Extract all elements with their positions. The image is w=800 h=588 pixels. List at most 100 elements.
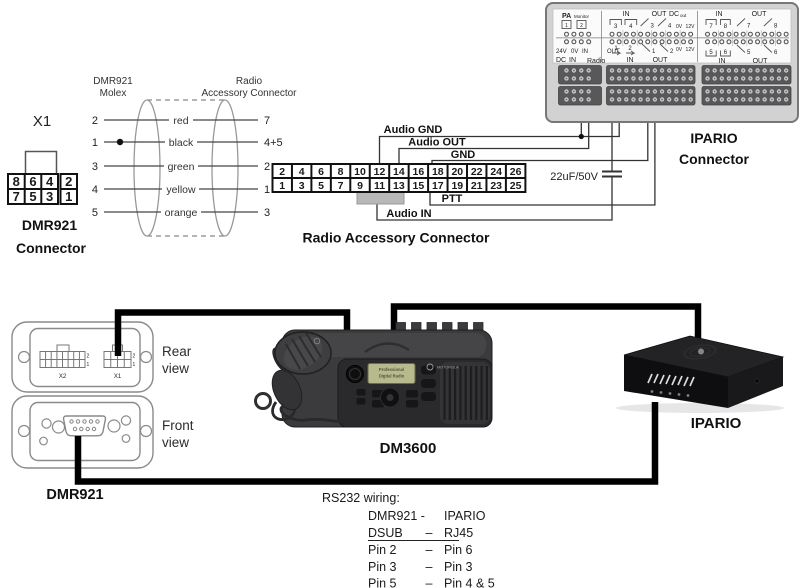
rs232-dash: – [426, 577, 433, 588]
mounting-hole [139, 424, 153, 438]
x2-socket-label: X2 [59, 374, 67, 380]
ipario-connector-caption: Connector [679, 151, 750, 167]
socket-pin-num: 1 [87, 362, 90, 368]
x1-connector-block: X1 8 6 4 2 7 5 3 1 DMR921 Connector [7, 113, 87, 256]
v24-label: 24V [556, 49, 567, 55]
mic-logo [313, 337, 321, 345]
signal-wires: Audio GND Audio OUT GND PTT Audio IN 22u… [376, 99, 656, 221]
mic-grille-ribs [285, 332, 322, 370]
v0-label: 0V [676, 47, 683, 53]
dsub-connector [62, 415, 107, 437]
out-label: OUT [753, 58, 769, 65]
socket-pin-num: 2 [133, 354, 136, 360]
mounting-hole [139, 350, 153, 364]
accessory-connector-caption: Radio Accessory Connector [303, 230, 491, 246]
motorola-swoosh [364, 342, 410, 354]
wire-junction-dot [116, 138, 124, 146]
acc-pin: 22 [471, 166, 483, 178]
rs232-cell: DSUB [368, 526, 403, 540]
terminal-num: 7 [709, 24, 713, 30]
dpad-center [386, 394, 394, 401]
ipario-connector-caption: IPARIO [690, 130, 737, 146]
acc-pin: 10 [354, 166, 366, 178]
rs232-cell: RJ45 [444, 526, 473, 540]
mounting-hole [17, 424, 31, 438]
terminal-num: 5 [709, 50, 713, 56]
relay-symbol [763, 18, 773, 27]
ipario-logo-dot [698, 348, 704, 355]
molex-left-header: DMR921 [93, 76, 133, 87]
rs232-cell: Pin 6 [444, 543, 473, 557]
molex-pin: 5 [92, 207, 98, 219]
wire-label-bg [162, 183, 199, 194]
x1-socket-label: X1 [114, 374, 122, 380]
ptt-label: PTT [442, 193, 463, 205]
gnd-label: GND [451, 149, 476, 161]
radio-display-text: Digital Radio [379, 374, 405, 379]
rs232-title: RS232 wiring: [322, 491, 400, 505]
rear-view-label: view [162, 361, 189, 376]
terminal-num: 4 [629, 24, 633, 30]
accessory-pin-grid [271, 163, 527, 193]
in-bracket [705, 19, 717, 25]
audio-in-wire [376, 176, 613, 221]
terminal-num: 8 [724, 24, 728, 30]
acc-pin: 11 [374, 180, 385, 192]
arrow-symbol [612, 50, 622, 56]
acc-pin: 19 [451, 180, 463, 192]
dc-label: DC [556, 57, 566, 64]
volume-knob-ring [349, 368, 361, 380]
in-bracket [624, 19, 638, 25]
in-label: IN [627, 57, 634, 64]
front-hole [39, 436, 48, 446]
in-bracket [705, 50, 717, 57]
radio-top-face [288, 333, 486, 357]
acc-pin: 26 [510, 166, 522, 178]
molex-left-header: Molex [100, 88, 127, 99]
dsub-pins [69, 419, 100, 432]
cable-end-right [211, 99, 239, 237]
capacitor-value: 22uF/50V [550, 171, 598, 183]
molex-cable-diagram: DMR921 Molex Radio Accessory Connector 2… [92, 76, 297, 237]
dmr921-device: 2 1 2 1 X2 X1 Rear view Front view [11, 321, 194, 469]
rs232-cell: IPARIO [444, 509, 486, 523]
relay-symbol [657, 18, 667, 27]
ipario-device [623, 335, 785, 408]
acc-pin: 12 [374, 166, 386, 178]
dcout-header: DC [669, 11, 679, 18]
wire-color: green [168, 161, 195, 173]
relay-symbol [659, 43, 669, 52]
radio-display [367, 363, 416, 384]
acc-pin: 18 [432, 166, 444, 178]
rs232-cell: Pin 3 [444, 560, 473, 574]
pa-label: PA [562, 13, 571, 20]
ptt-wire [429, 99, 656, 206]
molex-pin: 3 [92, 161, 98, 173]
socket-pin-num: 2 [87, 354, 90, 360]
rs232-cell: DMR921 - [368, 509, 425, 523]
terminal-num: 5 [747, 50, 751, 56]
x1-title: X1 [33, 113, 51, 130]
x1-caption: DMR921 [22, 217, 77, 233]
front-hole [121, 434, 131, 443]
wire-color: black [169, 137, 194, 149]
ipario-front-dots [650, 390, 690, 397]
out-label: OUT [653, 57, 669, 64]
relay-symbol [641, 43, 651, 52]
x1-pin: 7 [13, 189, 20, 204]
acc-pin: 2 [279, 166, 285, 178]
cable-dmr921-to-radio [114, 309, 351, 356]
ipario-speaker-ring [683, 344, 717, 360]
relay-symbol [736, 18, 746, 27]
monitor-label: Monitor [574, 14, 590, 19]
acc-pin: 4 [299, 166, 305, 178]
molex-right-header: Radio [236, 76, 263, 87]
x1-pin: 5 [29, 189, 36, 204]
motorola-logo-icon [426, 363, 434, 371]
volume-knob [346, 365, 364, 383]
molex-pin: 4 [92, 184, 98, 196]
pa-square-2 [576, 20, 587, 29]
acc-pin: 24 [490, 166, 502, 178]
x1-pin: 3 [46, 189, 53, 204]
